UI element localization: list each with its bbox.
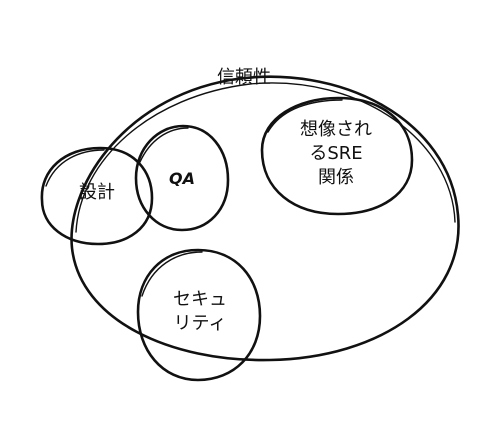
design-circle [40,146,154,246]
qa-label: QA [169,169,195,188]
qa-circle [134,124,230,232]
qa-circle-overstroke [139,127,189,163]
design-label: 設計 [79,182,115,203]
sre-circle [260,96,414,216]
security-label-line1: セキュ [173,289,227,310]
sre-label-line2: るSRE [309,143,363,164]
security-circle [136,248,262,382]
sre-circle-overstroke [267,99,343,133]
sre-label-line3: 関係 [318,167,354,188]
security-label-line2: リティ [173,313,227,334]
reliability-circle-overstroke [75,82,456,233]
reliability-label: 信頼性 [217,67,271,88]
security-label: セキュ リティ [160,288,240,336]
reliability-circle [70,75,460,362]
sre-label: 想像され るSRE 関係 [286,118,386,190]
sre-label-line1: 想像され [300,119,372,140]
security-circle-overstroke [141,251,203,297]
design-circle-overstroke [45,149,105,187]
